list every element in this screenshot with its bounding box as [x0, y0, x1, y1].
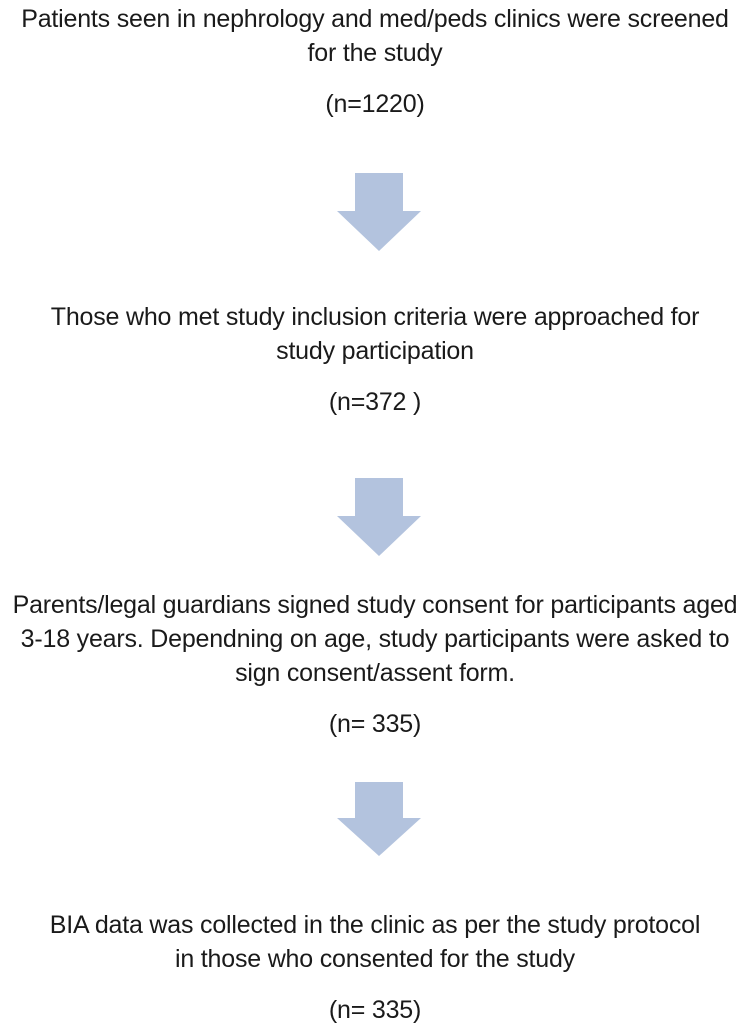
flow-step-body: BIA data was collected in the clinic as …	[49, 911, 707, 973]
flow-step-count: (n=372 )	[328, 388, 422, 416]
flow-step-count: (n= 335)	[328, 710, 422, 738]
flow-step-bia-collected: BIA data was collected in the clinic as …	[0, 908, 750, 1027]
flow-step-body: Those who met study inclusion criteria w…	[50, 303, 706, 365]
flow-step-count: (n= 335)	[328, 996, 422, 1024]
arrow-down-icon	[337, 478, 421, 556]
flow-step-consented: Parents/legal guardians signed study con…	[0, 588, 750, 741]
arrow-down-icon	[337, 173, 421, 251]
flow-step-screened: Patients seen in nephrology and med/peds…	[0, 2, 750, 121]
arrow-down-icon	[337, 782, 421, 856]
flow-step-approached: Those who met study inclusion criteria w…	[0, 300, 750, 419]
flow-step-count: (n=1220)	[325, 90, 425, 118]
flow-step-body: Patients seen in nephrology and med/peds…	[21, 5, 736, 67]
flow-step-body: Parents/legal guardians signed study con…	[12, 591, 745, 687]
